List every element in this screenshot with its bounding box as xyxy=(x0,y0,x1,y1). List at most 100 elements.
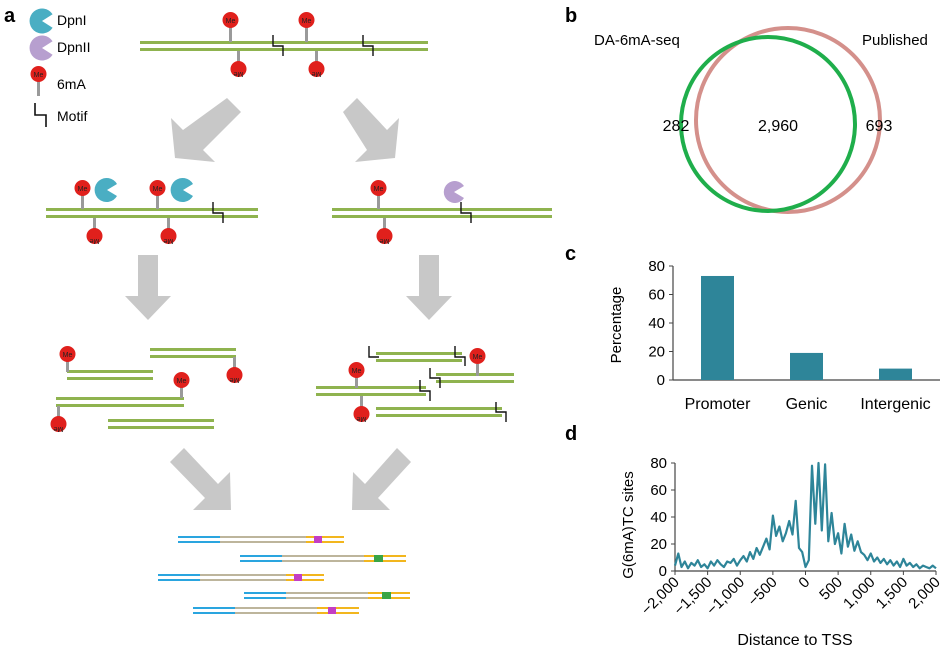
dpni-pacman-icon xyxy=(94,177,117,202)
arrow-down-left xyxy=(171,98,241,162)
me-lollipop: Me xyxy=(308,51,325,77)
dpni-pacman-icon xyxy=(29,8,53,34)
read xyxy=(158,574,324,581)
me-lollipop: Me xyxy=(59,346,76,372)
digested-fragments-right: Me Me Me xyxy=(316,346,514,422)
bar-category-label: Promoter xyxy=(685,396,751,413)
line-x-tick-label: 1,000 xyxy=(840,574,879,613)
series-line-g6matc xyxy=(673,461,937,570)
legend-dpnii-label: DpnII xyxy=(57,39,90,55)
venn-right-count: 693 xyxy=(866,118,893,135)
line-x-tick-label: 0 xyxy=(795,574,813,592)
read xyxy=(193,607,359,614)
venn-overlap-count: 2,960 xyxy=(758,118,798,135)
venn-circle-da-6ma-seq xyxy=(679,35,857,213)
read xyxy=(244,592,410,599)
me-lollipop: Me xyxy=(74,180,91,209)
bar-chart-bars xyxy=(701,275,912,380)
svg-text:Me: Me xyxy=(352,368,362,375)
me-lollipop: Me xyxy=(173,372,190,398)
me-lollipop: Me xyxy=(149,180,166,209)
bar-chart-ylabel: Percentage xyxy=(608,287,625,364)
panel-a-label: a xyxy=(4,5,16,27)
arrow-down-right xyxy=(343,98,399,162)
svg-text:Me: Me xyxy=(312,70,322,77)
me-lollipop: Me xyxy=(160,218,177,244)
bar-intergenic xyxy=(879,368,912,380)
dpni-dna: Me Me Me Me xyxy=(46,177,258,244)
svg-text:Me: Me xyxy=(54,425,64,432)
me-lollipop: Me xyxy=(370,180,387,209)
me-text: Me xyxy=(34,72,44,79)
me-lollipop: Me xyxy=(469,348,486,376)
legend: DpnI DpnII Me 6mA Motif xyxy=(29,8,90,127)
panel-d-label: d xyxy=(565,423,577,445)
line-y-tick-label: 0 xyxy=(659,563,667,580)
sequencing-reads xyxy=(158,536,410,614)
panel-c-label: c xyxy=(565,243,576,265)
dpnii-pacman-icon xyxy=(443,181,464,203)
me-lollipop: Me xyxy=(222,12,239,42)
svg-text:Me: Me xyxy=(357,415,367,422)
legend-dpni-label: DpnI xyxy=(57,12,87,28)
line-chart-series xyxy=(673,461,937,570)
me-lollipop: Me xyxy=(376,218,393,244)
me-lollipop: Me xyxy=(86,218,103,244)
arrow-down-right xyxy=(170,448,231,510)
line-x-tick-label: 2,000 xyxy=(905,574,944,613)
bar-y-tick-label: 60 xyxy=(648,287,665,304)
svg-text:Me: Me xyxy=(230,376,240,383)
digested-fragments-left: Me Me Me Me xyxy=(50,346,243,432)
svg-text:Me: Me xyxy=(234,70,244,77)
me-lollipop: Me xyxy=(230,51,247,77)
svg-text:Me: Me xyxy=(374,186,384,193)
read xyxy=(178,536,344,543)
bar-category-label: Intergenic xyxy=(860,396,930,413)
svg-text:Me: Me xyxy=(63,352,73,359)
svg-text:Me: Me xyxy=(380,237,390,244)
svg-text:Me: Me xyxy=(90,237,100,244)
me-lollipop: Me xyxy=(50,406,67,432)
svg-text:Me: Me xyxy=(153,186,163,193)
bar-promoter xyxy=(701,275,734,380)
arrow-down xyxy=(406,255,452,320)
me-lollipop: Me xyxy=(298,12,315,42)
venn-left-count: 282 xyxy=(663,118,690,135)
bar-y-tick-label: 80 xyxy=(648,258,665,275)
panel-a: a DpnI DpnII Me 6mA Motif Me Me Me M xyxy=(4,5,552,614)
arrow-down xyxy=(125,255,171,320)
svg-text:Me: Me xyxy=(164,237,174,244)
read xyxy=(240,555,406,562)
line-y-tick-label: 60 xyxy=(650,482,667,499)
svg-text:Me: Me xyxy=(473,354,483,361)
bar-genic xyxy=(790,352,823,380)
bar-category-label: Genic xyxy=(786,396,828,413)
panel-d: d G(6mA)TC sites Distance to TSS 0 20 40 60… xyxy=(565,423,944,649)
me-lollipop: Me xyxy=(226,357,243,383)
motif-step-icon xyxy=(34,103,47,127)
line-x-tick-label: −500 xyxy=(745,574,781,610)
svg-text:Me: Me xyxy=(226,18,236,25)
line-y-tick-label: 40 xyxy=(650,509,667,526)
bar-y-tick-label: 20 xyxy=(648,344,665,361)
dpni-pacman-icon xyxy=(170,177,193,202)
bar-y-tick-label: 40 xyxy=(648,315,665,332)
svg-text:Me: Me xyxy=(177,378,187,385)
svg-text:Me: Me xyxy=(78,186,88,193)
me-lollipop: Me xyxy=(348,362,365,388)
panel-b-label: b xyxy=(565,5,577,27)
legend-motif-label: Motif xyxy=(57,108,87,124)
line-chart-ylabel: G(6mA)TC sites xyxy=(620,471,637,579)
dpnii-pacman-icon xyxy=(29,35,53,61)
venn-circle-published xyxy=(694,26,882,214)
venn-right-title: Published xyxy=(862,32,928,49)
dpnii-dna: Me Me xyxy=(332,180,552,244)
line-y-tick-label: 20 xyxy=(650,536,667,553)
line-chart-xlabel: Distance to TSS xyxy=(737,632,852,649)
venn-left-title: DA-6mA-seq xyxy=(594,32,680,49)
6ma-lollipop-icon: Me xyxy=(30,66,47,96)
